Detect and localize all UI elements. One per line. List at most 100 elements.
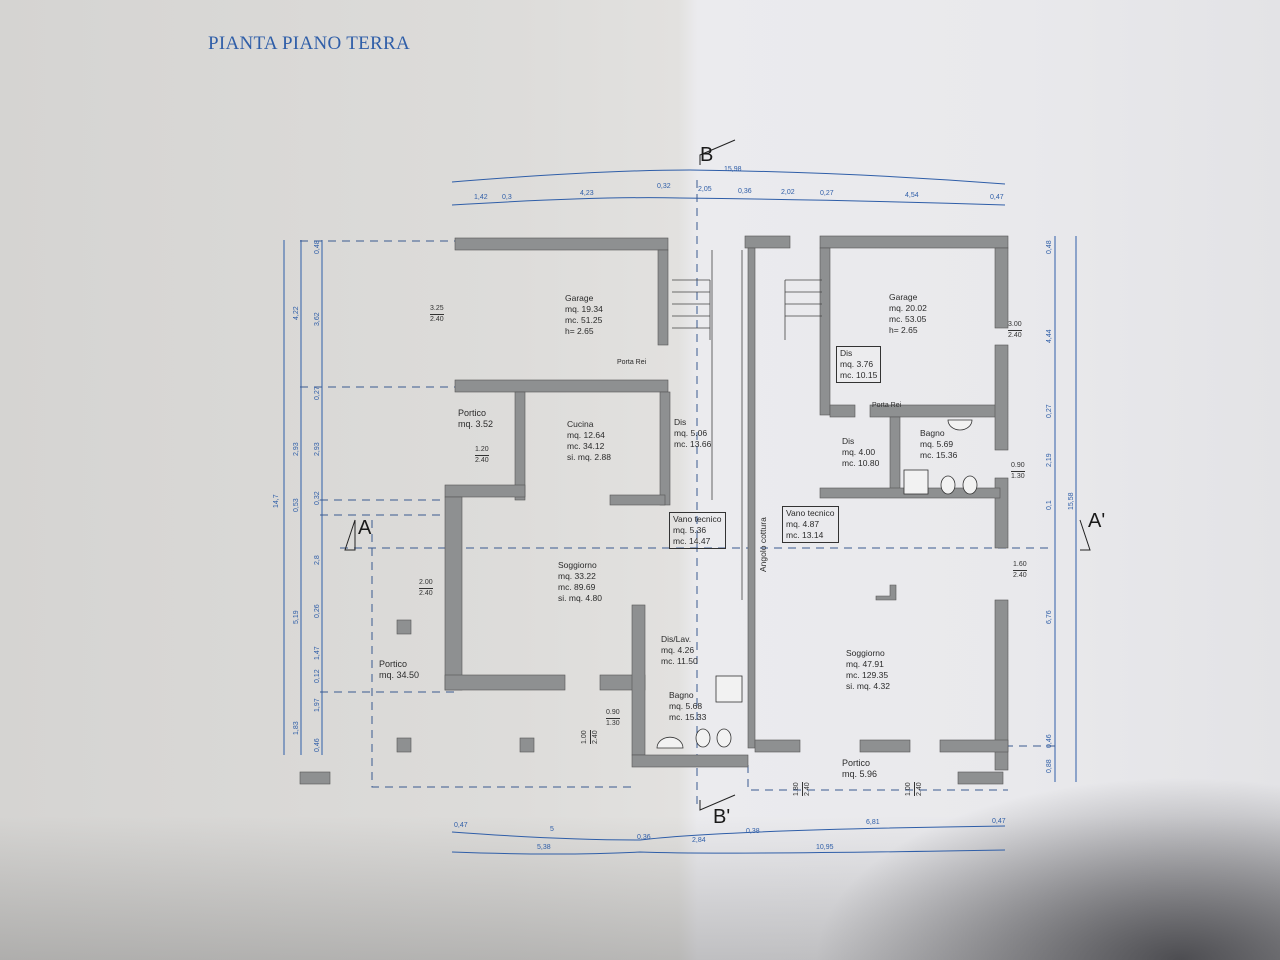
room-area: mq. 12.64 [567, 430, 605, 440]
room-area: mq. 4.00 [842, 447, 876, 457]
opening-height: 2.40 [475, 457, 489, 464]
room-name: Dis [842, 436, 855, 446]
dimension-label: 0,47 [990, 194, 1004, 201]
opening-height: 1.30 [1011, 473, 1025, 480]
stairs [672, 250, 822, 600]
room-name: Soggiorno [846, 648, 885, 658]
dimension-label: 2,93 [293, 442, 300, 456]
room-name: Vano tecnico [786, 508, 835, 518]
room-name: Garage [565, 293, 594, 303]
room-vano-tecnico-left: Vano tecnico mq. 5.36 mc. 14.47 [669, 512, 726, 549]
opening-width: 1.00 [904, 782, 915, 796]
room-garage-left: Garage mq. 19.34 mc. 51.25 h= 2.65 [565, 293, 603, 337]
opening-width: 0.90 [606, 708, 620, 719]
room-area: mq. 5.69 [920, 439, 954, 449]
room-name: Portico [458, 408, 487, 418]
room-garage-right: Garage mq. 20.02 mc. 53.05 h= 2.65 [889, 292, 927, 336]
opening-width: 2.00 [419, 578, 433, 589]
dimension-label: 0,27 [1046, 404, 1053, 418]
dimension-label: 0,27 [820, 190, 834, 197]
room-portico-small: Portico mq. 3.52 [458, 408, 493, 430]
opening-height: 2.40 [1008, 332, 1022, 339]
room-area: mq. 5.68 [669, 701, 703, 711]
room-bagno-right: Bagno mq. 5.69 mc. 15.36 [920, 428, 957, 461]
room-name: Vano tecnico [673, 514, 722, 524]
room-angolo-cottura: Angolo cottura [758, 517, 768, 572]
opening-height: 2.40 [592, 730, 599, 744]
section-markers [344, 139, 1091, 811]
room-cucina: Cucina mq. 12.64 mc. 34.12 si. mq. 2.88 [567, 419, 611, 463]
dimension-label: 10,95 [816, 844, 834, 851]
dimension-label: 0,47 [992, 818, 1006, 825]
opening-width: 1.00 [580, 730, 591, 744]
room-area: mq. 5.36 [673, 525, 707, 535]
room-name: Portico [842, 758, 871, 768]
room-dis-lav: Dis/Lav. mq. 4.26 mc. 11.50 [661, 634, 698, 667]
dimension-label: 4,54 [905, 192, 919, 199]
dimension-label: 1,97 [314, 698, 321, 712]
bidet-icon [940, 475, 956, 495]
room-area: mq. 3.76 [840, 359, 874, 369]
dimension-label: 0,46 [314, 738, 321, 752]
dimension-label: 1,42 [474, 194, 488, 201]
dimension-label: 3,62 [314, 312, 321, 326]
room-volume: mc. 11.50 [661, 656, 698, 666]
sink-icon [947, 419, 973, 431]
room-area: mq. 4.87 [786, 519, 820, 529]
room-name: Dis [840, 348, 853, 358]
room-volume: mc. 13.66 [674, 439, 712, 449]
room-name: Soggiorno [558, 560, 597, 570]
opening-height: 2.40 [804, 782, 811, 796]
dimension-label: 0,46 [1046, 734, 1053, 748]
section-a-label: A [358, 517, 372, 539]
door-porta-rei-right: Porta Rei [872, 402, 902, 409]
opening-width: 3.00 [1008, 320, 1022, 331]
dimension-label: 15,98 [724, 166, 742, 173]
room-height: h= 2.65 [565, 326, 594, 336]
room-volume: mc. 13.14 [786, 530, 824, 540]
dimension-label: 6,76 [1046, 610, 1053, 624]
room-area: mq. 20.02 [889, 303, 927, 313]
room-area: mq. 5.96 [842, 769, 878, 779]
opening-width: 1.20 [475, 445, 489, 456]
opening-width: 1.60 [1013, 560, 1027, 571]
room-volume: mc. 10.80 [842, 458, 880, 468]
dimension-label: 1,83 [293, 721, 300, 735]
opening-height: 2.40 [419, 590, 433, 597]
room-area: mq. 34.50 [379, 670, 420, 680]
dimension-label: 5,19 [293, 610, 300, 624]
section-b-prime-label: B' [713, 806, 731, 828]
door-porta-rei-left: Porta Rei [617, 359, 647, 366]
dimension-label: 0,3 [502, 194, 512, 201]
room-volume: mc. 53.05 [889, 314, 927, 324]
dimension-label: 0,27 [314, 386, 321, 400]
dimension-label: 0,38 [746, 828, 760, 835]
opening-width: 1.80 [792, 782, 803, 796]
room-name: Portico [379, 659, 408, 669]
shower-icon [715, 675, 743, 703]
dimension-label: 4,22 [293, 306, 300, 320]
opening-height: 1.30 [606, 720, 620, 727]
room-area: mq. 47.91 [846, 659, 884, 669]
room-area: mq. 5.06 [674, 428, 708, 438]
fixtures [656, 419, 978, 749]
toilet-icon [716, 728, 732, 748]
room-bagno-left: Bagno mq. 5.68 mc. 15.33 [669, 690, 706, 723]
room-volume: mc. 89.69 [558, 582, 596, 592]
dimension-label: 2,19 [1046, 453, 1053, 467]
opening-height: 2.40 [430, 316, 444, 323]
room-volume: mc. 34.12 [567, 441, 605, 451]
dimension-label: 4,44 [1046, 329, 1053, 343]
dimension-label: 4,23 [580, 190, 594, 197]
page-title: PIANTA PIANO TERRA [208, 33, 410, 54]
opening-height: 2.40 [1013, 572, 1027, 579]
shower-icon [903, 469, 929, 495]
room-area: mq. 4.26 [661, 645, 695, 655]
dimension-lines [283, 169, 1077, 855]
room-volume: mc. 15.36 [920, 450, 958, 460]
opening-width: 0.90 [1011, 461, 1025, 472]
